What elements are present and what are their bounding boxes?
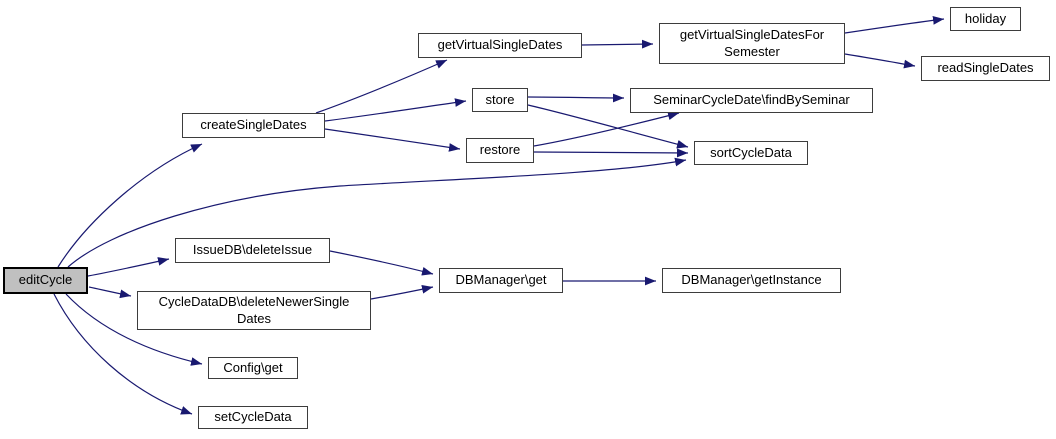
node-getvirtualsingledatesforsemester[interactable]: getVirtualSingleDatesFor Semester (659, 23, 845, 64)
edge-getVirtualSingleDatesForSemester-readSingleDates (844, 53, 916, 69)
edge-restore-seminarcycledate-findbyseminar (533, 111, 680, 147)
edge-editCycle-config-get (65, 293, 203, 366)
node-config-get[interactable]: Config\get (208, 357, 298, 379)
edge-editCycle-createSingleDates (57, 143, 203, 268)
node-readsingledates[interactable]: readSingleDates (921, 56, 1050, 81)
node-sortcycledata[interactable]: sortCycleData (694, 141, 808, 165)
node-seminarcycledate-findbyseminar[interactable]: SeminarCycleDate\findBySeminar (630, 88, 873, 113)
edge-restore-sortCycleData (533, 148, 689, 158)
edge-editCycle-issuedb-deleteissue (87, 257, 170, 277)
edge-createSingleDates-restore (324, 128, 461, 152)
node-holiday[interactable]: holiday (950, 7, 1021, 31)
node-store[interactable]: store (472, 88, 528, 112)
edge-store-sortCycleData (527, 104, 689, 149)
edge-store-seminarcycledate-findbyseminar (527, 93, 625, 103)
node-issuedb-deleteissue[interactable]: IssueDB\deleteIssue (175, 238, 330, 263)
node-setcycledata[interactable]: setCycleData (198, 406, 308, 429)
edge-issuedb-deleteissue-dbmanager-get (329, 250, 434, 276)
edge-editCycle-sortCycleData (67, 157, 687, 268)
node-dbmanager-get[interactable]: DBManager\get (439, 268, 563, 293)
edge-getVirtualSingleDates-getVirtualSingleDatesForSemester (581, 39, 654, 49)
edge-editCycle-setCycleData (53, 293, 193, 415)
node-cycledatadb-deletenewersingledates[interactable]: CycleDataDB\deleteNewerSingle Dates (137, 291, 371, 330)
node-editcycle: editCycle (3, 267, 88, 294)
edge-cycledatadb-deletenewersingledates-dbmanager-get (370, 284, 434, 300)
edge-getVirtualSingleDatesForSemester-holiday (844, 15, 945, 34)
node-dbmanager-getinstance[interactable]: DBManager\getInstance (662, 268, 841, 293)
node-getvirtualsingledates[interactable]: getVirtualSingleDates (418, 33, 582, 58)
edge-editCycle-cycledatadb-deletenewersingledates (88, 286, 132, 299)
node-restore[interactable]: restore (466, 138, 534, 163)
edge-createSingleDates-store (324, 98, 467, 122)
edge-createSingleDates-getVirtualSingleDates (315, 59, 448, 114)
node-createsingledates[interactable]: createSingleDates (182, 113, 325, 138)
